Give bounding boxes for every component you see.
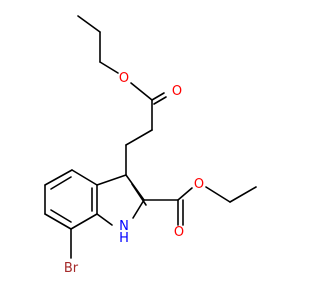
nitrogen-atom-label: N (119, 219, 129, 234)
bond (151, 92, 165, 101)
structure-drawing: O O O O N H Br (44, 15, 257, 276)
bond (96, 174, 127, 186)
oxygen-atom-label: O (174, 225, 184, 240)
bond (44, 213, 72, 230)
bond (70, 213, 98, 230)
bond (125, 129, 153, 146)
bond (99, 61, 119, 74)
bond (205, 186, 231, 203)
bond (96, 213, 113, 226)
bond (71, 169, 98, 186)
bond (50, 209, 72, 223)
hydrogen-atom-label: H (119, 231, 129, 246)
oxygen-atom-label: O (194, 177, 204, 192)
bond (77, 15, 101, 33)
bond (229, 186, 257, 203)
bond (130, 82, 153, 101)
bond (131, 183, 147, 206)
oxygen-atom-label: O (172, 84, 182, 99)
oxygen-atom-label: O (119, 71, 129, 86)
bond (177, 187, 193, 201)
bromine-atom-label: Br (64, 261, 79, 276)
bond (132, 199, 145, 219)
bond (44, 169, 73, 186)
molecule-canvas: O O O O N H Br (44, 15, 257, 276)
bond (50, 176, 72, 190)
bond (153, 96, 167, 105)
